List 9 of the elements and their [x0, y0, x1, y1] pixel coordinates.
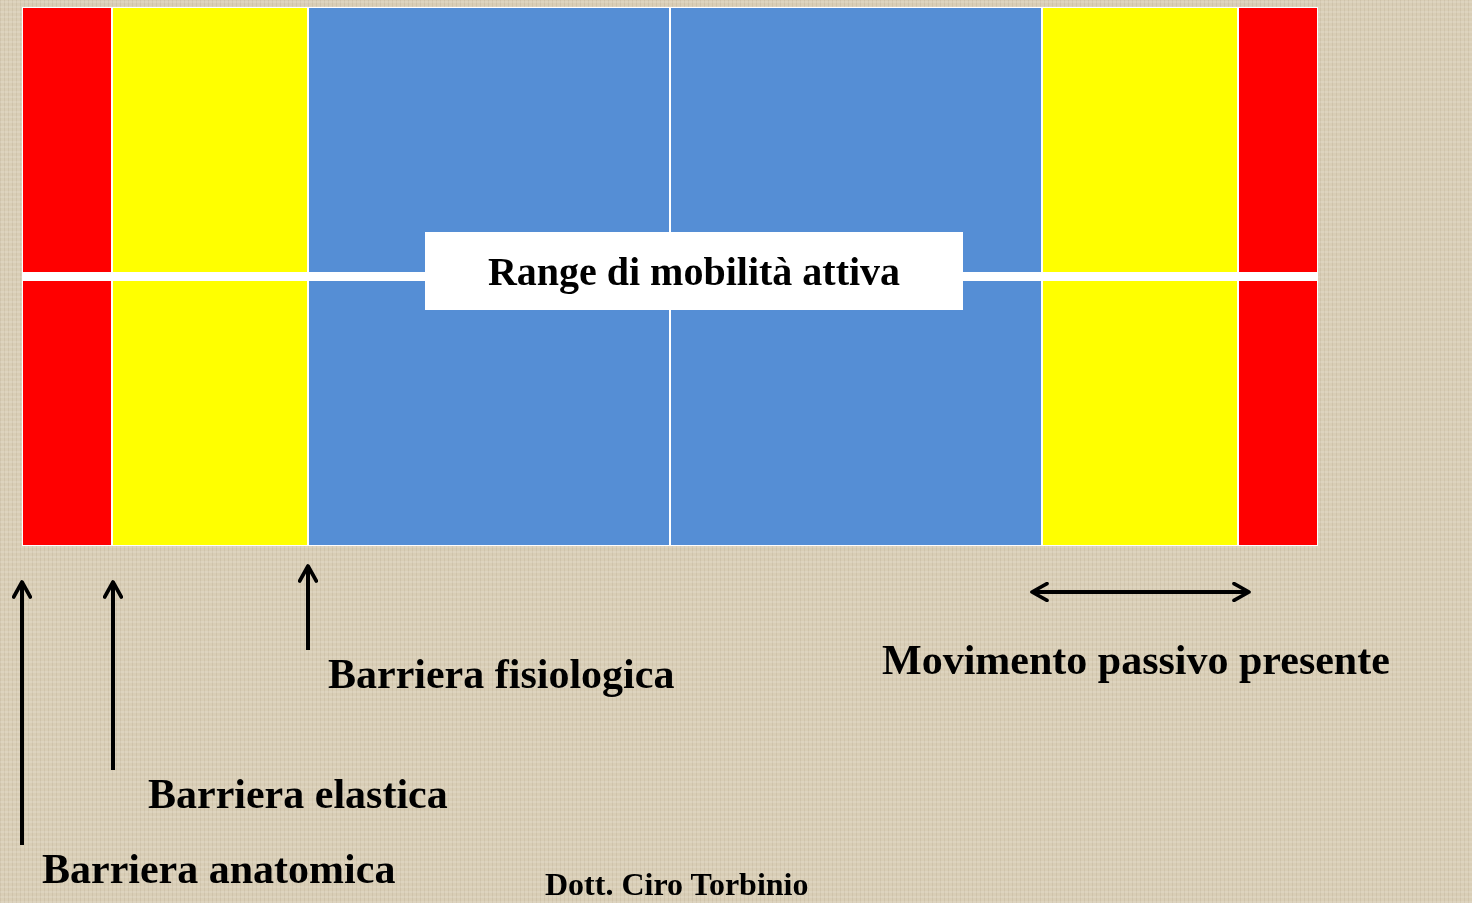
leader-line	[297, 564, 319, 650]
author-credit: Dott. Ciro Torbinio	[545, 866, 809, 903]
measure-label: Movimento passivo presente	[882, 636, 1390, 684]
barrier-label: Barriera elastica	[113, 770, 448, 818]
range-label-box: Range di mobilità attiva	[425, 232, 963, 310]
leader-line	[102, 580, 124, 770]
barrier-label: Barriera fisiologica	[308, 650, 675, 698]
leader-line	[11, 580, 33, 845]
barrier-label: Barriera anatomica	[22, 845, 396, 893]
